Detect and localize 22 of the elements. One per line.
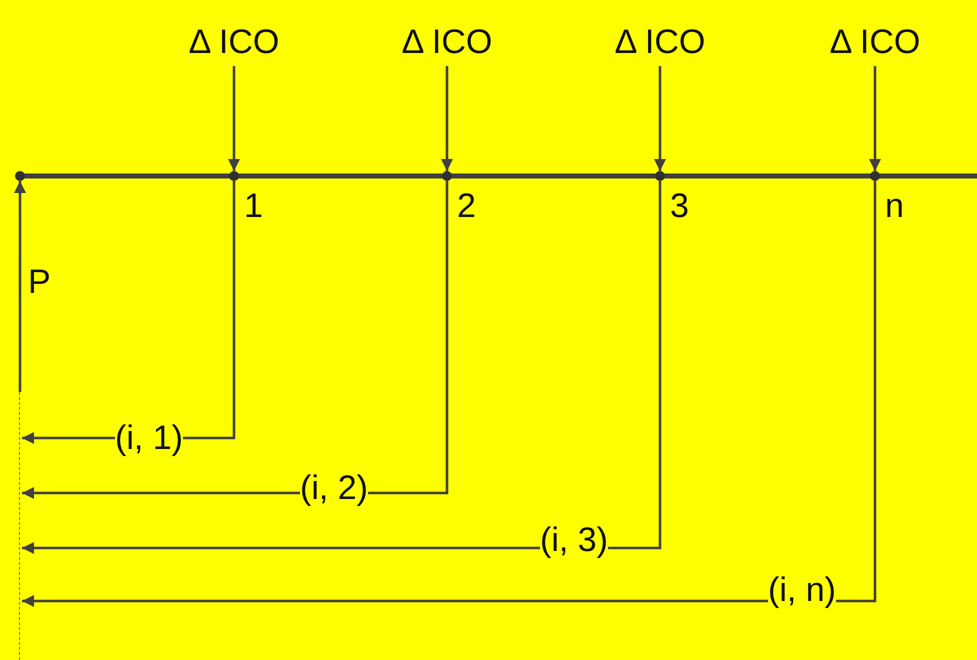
time-point (229, 171, 239, 181)
time-point (655, 171, 665, 181)
discount-arrow (22, 181, 876, 607)
time-point (442, 171, 452, 181)
time-point (15, 171, 25, 181)
reference-line (19, 392, 20, 660)
time-point (870, 171, 880, 181)
cash-flow-label: Δ ICO (400, 22, 494, 62)
cash-flow-arrow (441, 66, 453, 171)
cash-flow-arrow (869, 66, 881, 171)
discount-arrow (22, 181, 448, 499)
cash-flow-arrow (14, 181, 26, 392)
cash-flow-label: Δ ICO (188, 22, 280, 62)
cash-flow-arrow (654, 66, 666, 171)
cash-flow-arrow (228, 66, 240, 171)
cash-flow-label: Δ ICO (614, 22, 706, 62)
period-number: 2 (457, 186, 476, 226)
cash-flow-label: Δ ICO (828, 22, 922, 62)
period-number: 1 (244, 186, 263, 226)
period-number: n (885, 186, 904, 226)
period-number: 3 (670, 186, 689, 226)
discount-arrow (22, 181, 662, 554)
